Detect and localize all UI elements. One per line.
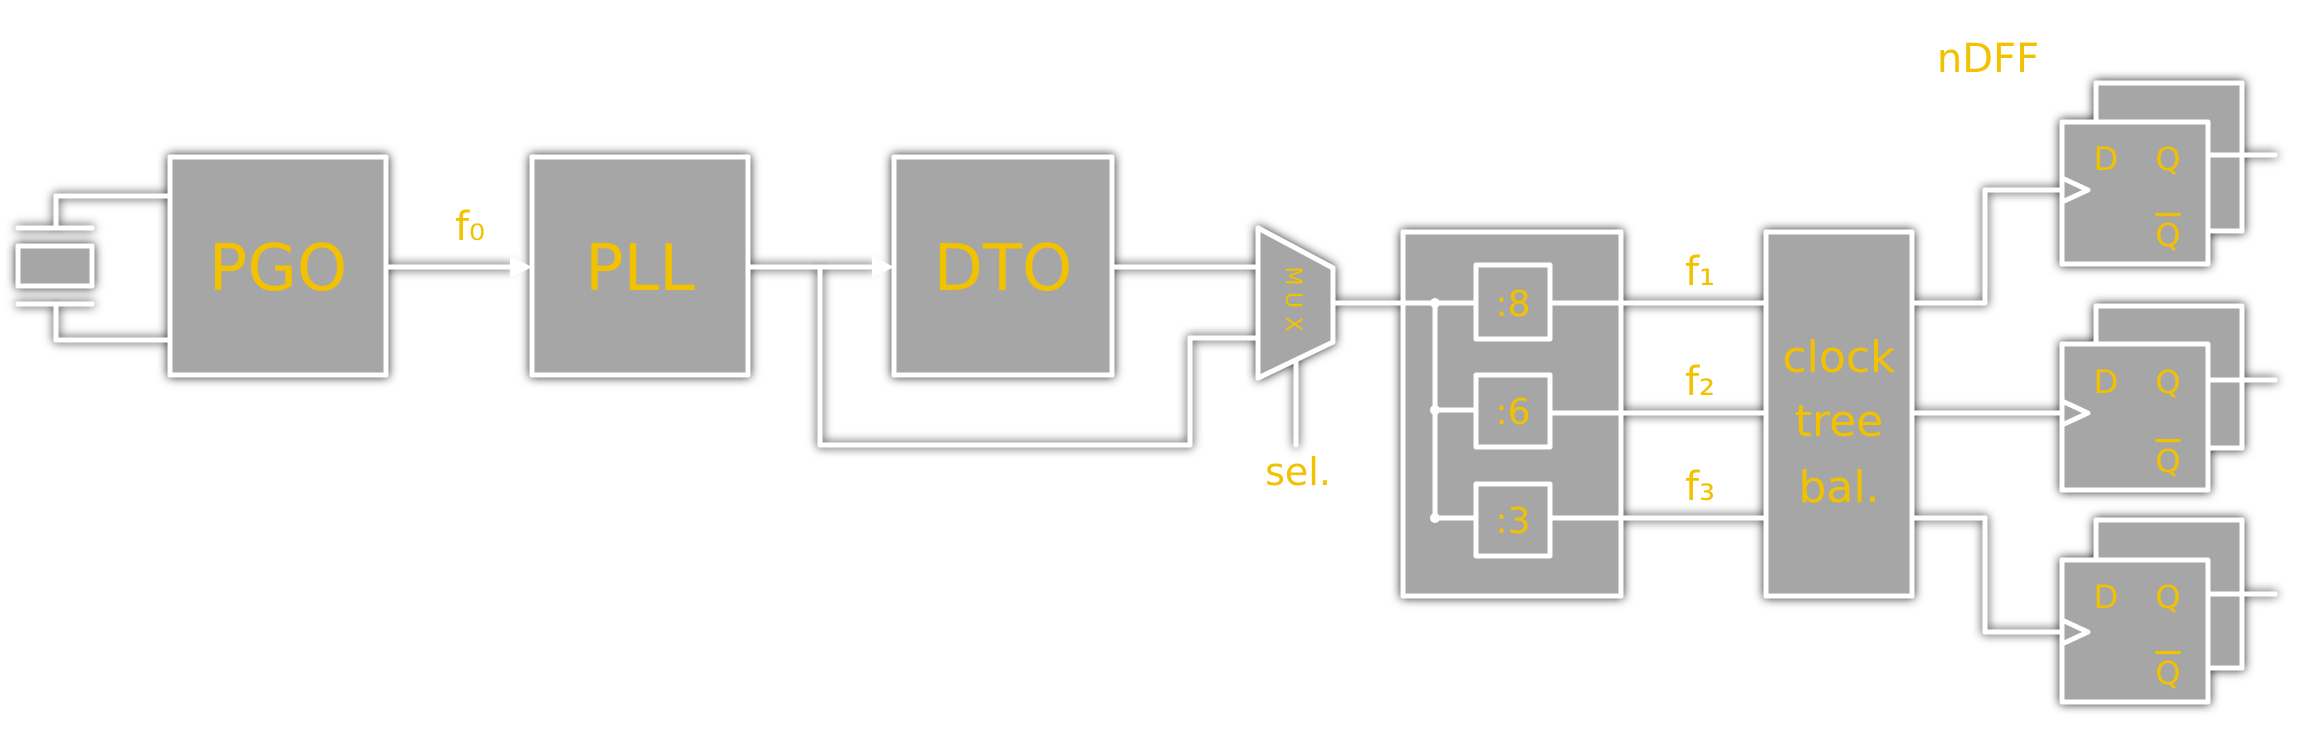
dff3-qbar-label: Q bbox=[2155, 654, 2180, 692]
pll-arrowhead bbox=[872, 256, 894, 278]
dff1-d-label: D bbox=[2094, 140, 2119, 178]
pll-block bbox=[529, 154, 751, 378]
f0-arrowhead bbox=[510, 256, 532, 278]
ndff-title: nDFF bbox=[1937, 36, 2039, 82]
clock-tree-label-3: bal. bbox=[1798, 462, 1879, 513]
clock-tree-label-1: clock bbox=[1782, 332, 1896, 383]
f0-label: f₀ bbox=[455, 204, 485, 250]
mux-label-x: X bbox=[1280, 316, 1305, 331]
dto-block bbox=[891, 154, 1115, 378]
mux-label-u: U bbox=[1280, 292, 1305, 308]
bypass-wire bbox=[817, 264, 1261, 448]
div6-label: :6 bbox=[1495, 392, 1530, 433]
div8-label: :8 bbox=[1495, 284, 1530, 325]
clk-out-wire-1 bbox=[1909, 187, 2065, 306]
f3-label: f₃ bbox=[1685, 464, 1715, 510]
pgo-label: PGO bbox=[209, 232, 348, 306]
dff1-qbar-label: Q bbox=[2155, 216, 2180, 254]
dff2-d-label: D bbox=[2094, 363, 2119, 401]
dff1-q-label: Q bbox=[2155, 140, 2180, 178]
dff-stack-2 bbox=[2059, 303, 2278, 493]
dff3-d-label: D bbox=[2094, 578, 2119, 616]
div3-label: :3 bbox=[1495, 501, 1530, 542]
clock-tree-block bbox=[1763, 229, 1915, 599]
div6-block bbox=[1473, 372, 1553, 450]
dff2-q-label: Q bbox=[2155, 363, 2180, 401]
clock-tree-label-2: tree bbox=[1795, 396, 1884, 447]
junction-dot-1 bbox=[1430, 298, 1440, 308]
junction-dot-2 bbox=[1430, 405, 1440, 415]
dff-stack-1 bbox=[2059, 80, 2278, 267]
dto-label: DTO bbox=[934, 232, 1073, 306]
f1-label: f₁ bbox=[1685, 249, 1715, 295]
pll-label: PLL bbox=[585, 232, 695, 306]
mux-block bbox=[1255, 225, 1336, 381]
clk-out-wire-3 bbox=[1909, 515, 2065, 635]
mux-label-m: M bbox=[1280, 267, 1305, 286]
junction-dot-3 bbox=[1430, 513, 1440, 523]
dff2-qbar-label: Q bbox=[2155, 442, 2180, 480]
div3-block bbox=[1473, 481, 1553, 559]
sel-label: sel. bbox=[1265, 450, 1331, 494]
crystal-symbol bbox=[15, 193, 173, 343]
dff-stack-3 bbox=[2059, 517, 2278, 705]
dff3-q-label: Q bbox=[2155, 578, 2180, 616]
f2-label: f₂ bbox=[1685, 359, 1715, 405]
